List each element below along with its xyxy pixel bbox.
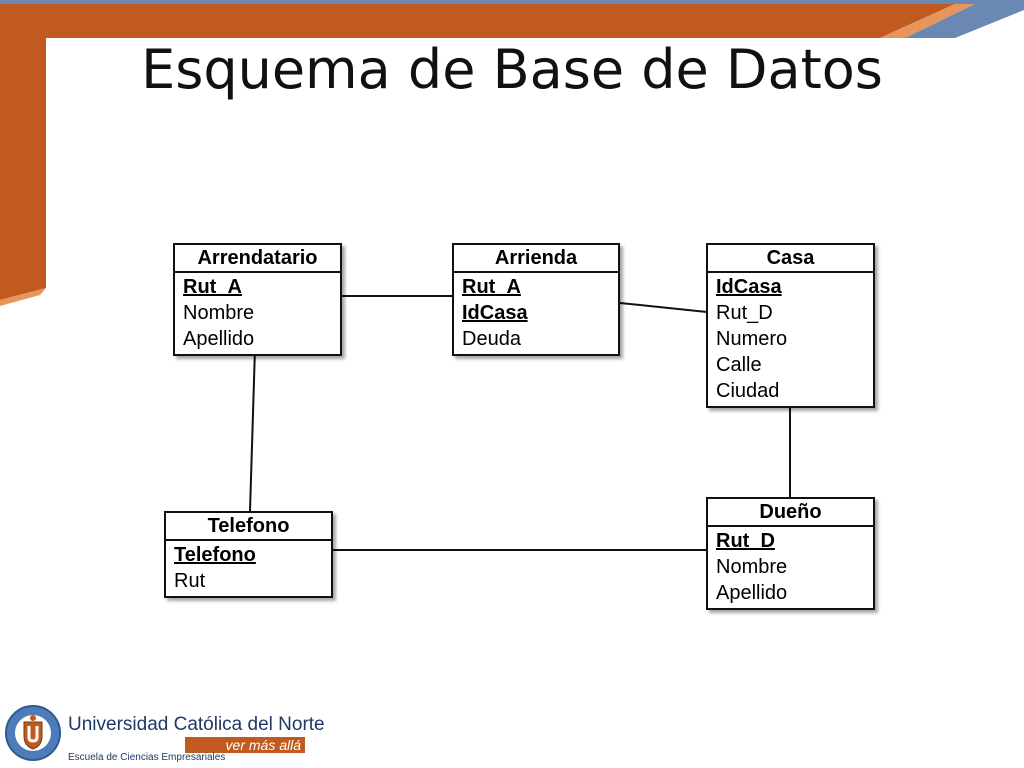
entity-arrienda: Arrienda Rut_A IdCasa Deuda	[452, 243, 620, 356]
entity-attribute: Apellido	[183, 328, 255, 350]
entity-attribute-key: Rut_D	[716, 530, 775, 552]
tagline-text: ver más allá	[225, 737, 301, 753]
entity-attribute: Rut_D	[716, 302, 773, 324]
university-name: Universidad Católica del Norte	[68, 714, 325, 735]
entity-dueno: Dueño Rut_D Nombre Apellido	[706, 497, 875, 610]
entity-attribute: Deuda	[462, 328, 521, 350]
entity-title: Arrienda	[454, 245, 618, 273]
entity-attribute: Nombre	[183, 302, 255, 324]
entity-title: Casa	[708, 245, 873, 273]
tagline-banner: ver más allá	[185, 737, 305, 753]
entity-title: Arrendatario	[175, 245, 340, 273]
entity-attribute: Rut	[174, 570, 206, 592]
entity-telefono: Telefono Telefono Rut	[164, 511, 333, 598]
entity-casa: Casa IdCasa Rut_D Numero Calle Ciudad	[706, 243, 875, 408]
entity-attribute: Nombre	[716, 556, 788, 578]
university-seal-icon	[5, 705, 61, 761]
entity-attribute: Numero	[716, 328, 788, 350]
entity-title: Telefono	[166, 513, 331, 541]
slide-title: Esquema de Base de Datos	[141, 38, 883, 101]
entity-attribute-key: IdCasa	[462, 302, 528, 324]
link-arrienda-casa	[619, 302, 708, 313]
entity-attribute: Apellido	[716, 582, 788, 604]
entity-attribute-key: Rut_A	[183, 276, 242, 298]
school-name: Escuela de Ciencias Empresariales	[68, 752, 226, 763]
entity-arrendatario: Arrendatario Rut_A Nombre Apellido	[173, 243, 342, 356]
entity-attribute-key: IdCasa	[716, 276, 782, 298]
entity-attribute: Ciudad	[716, 380, 780, 402]
footer-branding: Universidad Católica del Norte ver más a…	[0, 690, 330, 768]
link-arrendatario-telefono	[249, 347, 256, 512]
entity-attribute-key: Telefono	[174, 544, 256, 566]
entity-attribute: Calle	[716, 354, 762, 376]
entity-attribute-key: Rut_A	[462, 276, 521, 298]
entity-title: Dueño	[708, 499, 873, 527]
